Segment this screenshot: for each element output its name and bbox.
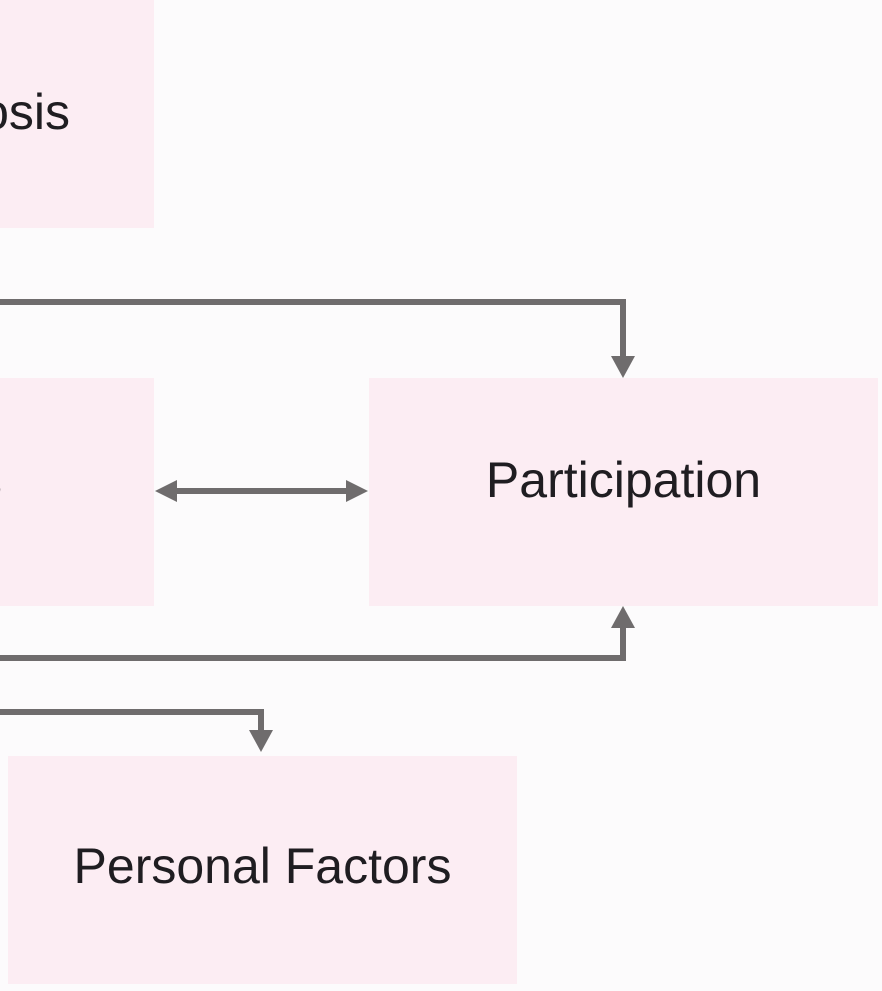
arrowhead-left-icon [155, 480, 177, 502]
arrowhead-right-icon [346, 480, 368, 502]
diagnosis-label: osis [0, 84, 70, 140]
connector-line [0, 709, 264, 732]
connector-line [0, 626, 626, 661]
edge-diagnosis-to-participation [0, 299, 635, 378]
connector-line [0, 299, 626, 358]
activities-node: s [0, 378, 154, 606]
participation-node: Participation [369, 378, 878, 606]
personal-factors-node: Personal Factors [8, 756, 517, 984]
diagnosis-node: osis [0, 0, 154, 228]
arrowhead-down-icon [249, 730, 273, 752]
activities-label: s [0, 451, 2, 509]
arrowhead-up-icon [611, 606, 635, 628]
participation-label: Participation [485, 452, 762, 508]
arrowhead-down-icon [611, 356, 635, 378]
edge-environmental-to-participation [0, 606, 635, 661]
edge-environmental-to-personal-factors [0, 709, 273, 752]
edge-activities-participation [155, 480, 368, 502]
personal-factors-label: Personal Factors [73, 838, 452, 894]
